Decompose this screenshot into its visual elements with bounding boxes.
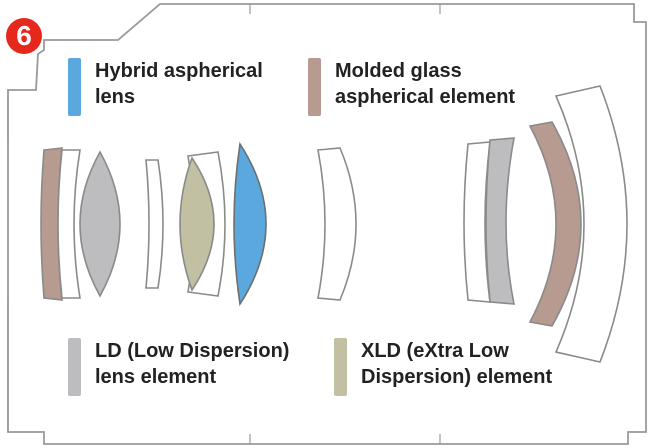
legend-item-ld: LD (Low Dispersion) lens element [68,338,289,396]
legend-item-xld: XLD (eXtra Low Dispersion) element [334,338,552,396]
legend-label-ld: LD (Low Dispersion) lens element [95,340,290,388]
legend-label-xld: XLD (eXtra Low Dispersion) element [361,340,553,388]
lens-element-hybrid [233,141,267,307]
lens-element-clear-8 [317,147,357,301]
lens-element-clear-2 [57,149,81,299]
figure-number-badge: 6 [6,18,42,54]
legend-label-molded: Molded glass aspherical element [335,60,516,108]
lens-barrel-outline [7,3,647,445]
lens-element-clear-4 [145,159,164,289]
legend-swatch-xld [334,338,347,396]
lens-element-ld-rear [485,137,515,305]
lens-element-molded-rear [528,121,582,327]
lens-element-clear-rear [554,85,628,363]
legend-item-molded: Molded glass aspherical element [308,58,515,116]
lens-element-xld [179,156,215,292]
legend-swatch-molded [308,58,321,116]
legend-item-hybrid: Hybrid aspherical lens [68,58,263,116]
lens-element-ld [79,150,121,298]
legend-swatch-hybrid [68,58,81,116]
barrel-tick [249,4,441,444]
legend-label-hybrid: Hybrid aspherical lens [95,60,263,108]
legend-swatch-ld [68,338,81,396]
